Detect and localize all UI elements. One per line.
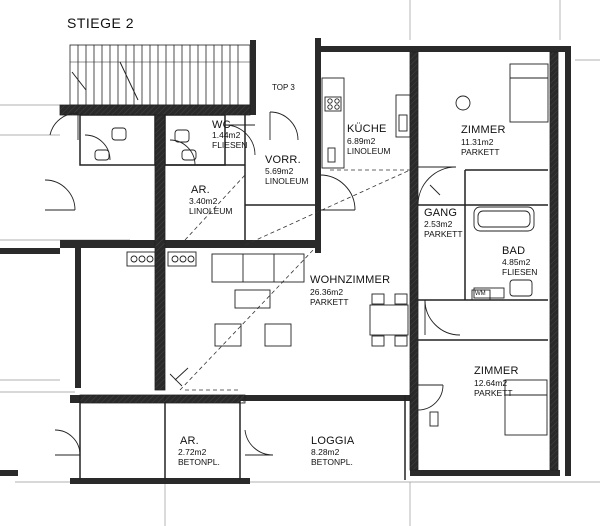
room-zimmer2-name: ZIMMER bbox=[474, 365, 519, 377]
room-wc-area: 1.44m2 bbox=[212, 130, 241, 140]
room-wohnzimmer-name: WOHNZIMMER bbox=[310, 274, 391, 286]
staircase bbox=[69, 44, 251, 106]
misc-symbols bbox=[169, 184, 491, 427]
room-wohnzimmer-area: 26.36m2 bbox=[310, 287, 344, 297]
room-wc-floor: FLIESEN bbox=[212, 140, 248, 150]
unit-tag: TOP 3 bbox=[272, 83, 295, 92]
room-bad-floor: FLIESEN bbox=[502, 267, 538, 277]
room-vorr-floor: LINOLEUM bbox=[265, 176, 309, 186]
room-bad-area: 4.85m2 bbox=[502, 257, 531, 267]
room-ar-bottom-area: 2.72m2 bbox=[178, 447, 207, 457]
room-zimmer1-area: 11.31m2 bbox=[461, 137, 494, 147]
room-vorr-name: VORR. bbox=[265, 154, 301, 166]
doors bbox=[44, 111, 461, 456]
washer-label: WM bbox=[475, 291, 486, 297]
room-gang-floor: PARKETT bbox=[424, 229, 463, 239]
room-gang-name: GANG bbox=[424, 207, 458, 219]
room-gang-area: 2.53m2 bbox=[424, 219, 453, 229]
hatched-walls bbox=[59, 51, 559, 471]
room-loggia-name: LOGGIA bbox=[311, 435, 355, 447]
room-zimmer1-floor: PARKETT bbox=[461, 147, 500, 157]
room-ar-top-name: AR. bbox=[191, 184, 210, 196]
room-kueche-floor: LINOLEUM bbox=[347, 146, 391, 156]
room-wohnzimmer-floor: PARKETT bbox=[310, 297, 349, 307]
living-furniture bbox=[211, 253, 409, 347]
dashed-lines bbox=[179, 169, 411, 391]
room-ar-top-area: 3.40m2 bbox=[189, 196, 218, 206]
beds bbox=[455, 63, 549, 436]
room-wc-name: WC bbox=[212, 119, 231, 131]
room-ar-top-floor: LINOLEUM bbox=[189, 206, 233, 216]
room-ar-bottom-name: AR. bbox=[180, 435, 199, 447]
page-title: STIEGE 2 bbox=[67, 15, 135, 31]
room-zimmer2-floor: PARKETT bbox=[474, 388, 513, 398]
sanitary-fixtures bbox=[94, 127, 535, 299]
room-loggia-area: 8.28m2 bbox=[311, 447, 340, 457]
room-loggia-floor: BETONPL. bbox=[311, 457, 353, 467]
room-ar-bottom-floor: BETONPL. bbox=[178, 457, 220, 467]
radiators bbox=[126, 251, 197, 267]
room-zimmer1-name: ZIMMER bbox=[461, 124, 506, 136]
room-vorr-area: 5.69m2 bbox=[265, 166, 294, 176]
room-kueche-name: KÜCHE bbox=[347, 123, 387, 135]
kitchen-counter bbox=[321, 77, 411, 169]
room-zimmer2-area: 12.64m2 bbox=[474, 378, 508, 388]
interior-walls bbox=[79, 114, 548, 480]
room-bad-name: BAD bbox=[502, 245, 526, 257]
room-kueche-area: 6.89m2 bbox=[347, 136, 376, 146]
